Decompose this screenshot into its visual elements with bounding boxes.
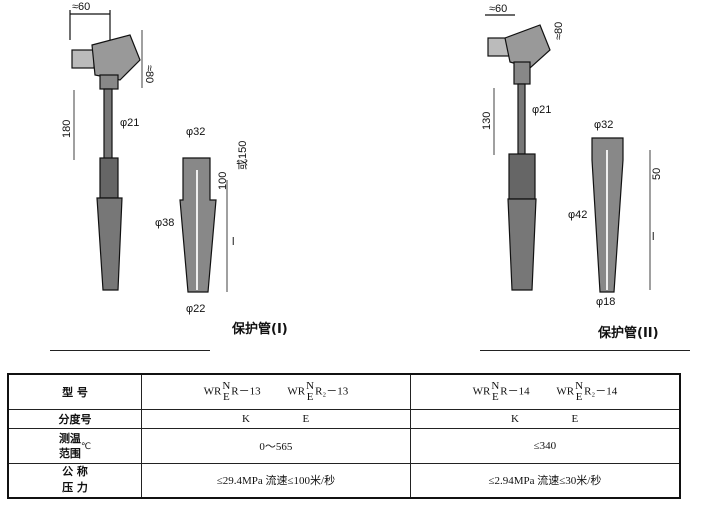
divider [50,350,210,351]
row-label: 测温范围℃ [7,427,142,464]
figure2-assembled-view [485,14,551,291]
dim-tip-dia: φ22 [186,303,205,315]
dim2-tip-dia: φ18 [596,296,615,308]
figure1-assembled-view [69,10,143,291]
dim-length: l [232,236,234,248]
figure1-section-view [179,157,228,293]
figure2-section-view [591,137,651,293]
figure2-caption: 保护管(II) [598,326,659,341]
row-label: 公 称压 力 [7,462,142,499]
table-row-temperature: 测温范围℃ 0～565 ≤340 [7,427,681,464]
row-label: 型 号 [7,373,142,410]
figure1-caption: 保护管(I) [232,322,288,337]
dim-top-dia: φ32 [186,126,205,138]
pressure-cell-2: ≤2.94MPa 流速≤30米/秒 [409,462,681,499]
temp-cell-1: 0～565 [141,427,411,464]
dim-stem-dia: φ21 [120,117,139,129]
row-label: 分度号 [7,408,142,429]
dim2-mid-dia: φ42 [568,209,587,221]
drawings: ≈60 ≈80 180 φ21 φ32 100 或150 φ38 l φ22 ≈… [61,1,663,315]
table-row-pressure: 公 称压 力 ≤29.4MPa 流速≤100米/秒 ≤2.94MPa 流速≤30… [7,462,681,499]
dim-len-b: 或150 [236,141,249,170]
dim-mid-dia: φ38 [155,217,174,229]
divider [480,350,690,351]
pressure-cell-1: ≤29.4MPa 流速≤100米/秒 [141,462,411,499]
dim2-length: l [652,231,654,243]
dim-len-a: 100 [217,172,229,190]
dim2-len-a: 50 [651,168,663,180]
temp-cell-2: ≤340 [409,427,681,464]
dim-stem-length: 180 [61,120,73,138]
dim2-stem-dia: φ21 [532,104,551,116]
dim-head-width: ≈60 [72,1,90,13]
dim-head-height: ≈80 [143,65,155,83]
dim2-head-width: ≈60 [489,3,507,15]
dim2-stem-length: 130 [481,112,493,130]
dim2-head-height: ≈80 [553,22,565,40]
dim2-top-dia: φ32 [594,119,613,131]
